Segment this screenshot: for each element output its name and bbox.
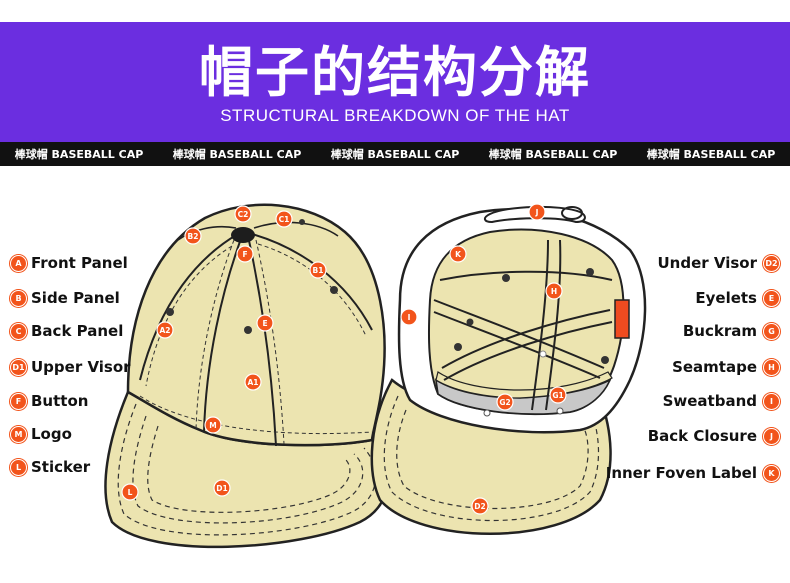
category-strip: 棒球帽 BASEBALL CAP 棒球帽 BASEBALL CAP 棒球帽 BA… [0,142,790,166]
legend-label: Eyelets [695,289,757,307]
legend-item-sticker: L Sticker [10,458,90,476]
svg-text:B1: B1 [313,266,324,275]
svg-text:F: F [242,250,247,259]
strip-item: 棒球帽 BASEBALL CAP [172,148,302,161]
closure-red-tag [614,299,630,339]
legend-label: Under Visor [657,254,757,272]
marker-a2: A2 [156,321,174,339]
strip-item: 棒球帽 BASEBALL CAP [646,148,776,161]
svg-text:E: E [262,319,267,328]
marker-i: I [400,308,418,326]
legend-label: Back Closure [647,427,757,445]
legend-label: Seamtape [672,358,757,376]
marker-h: H [545,282,563,300]
legend-label: Button [31,392,89,410]
legend-badge: I [763,392,780,410]
legend-label: Sticker [31,458,91,476]
legend-label: Sweatband [662,392,757,410]
diagram-markers: C2 C1 B2 F B1 E A2 A1 [121,203,567,515]
legend-badge: A [10,254,27,272]
legend-badge: D1 [10,358,27,376]
svg-text:K: K [455,250,462,259]
strip-item: 棒球帽 BASEBALL CAP [14,148,144,161]
legend-label: Side Panel [31,289,120,307]
legend-badge: C [10,322,27,340]
svg-text:G1: G1 [552,391,563,400]
marker-g1: G1 [549,386,567,404]
legend-badge: F [10,392,27,410]
marker-c1: C1 [275,210,293,228]
svg-text:B2: B2 [188,232,199,241]
marker-j: J [528,203,546,221]
svg-text:D1: D1 [216,484,227,493]
marker-g2: G2 [496,393,514,411]
legend-item-under-visor: Under Visor D2 [657,254,780,272]
legend-item-front-panel: A Front Panel [10,254,128,272]
svg-text:A1: A1 [247,378,258,387]
legend-item-seamtape: Seamtape H [672,358,780,376]
svg-text:M: M [209,421,216,430]
strip-item: 棒球帽 BASEBALL CAP [488,148,618,161]
legend-badge: K [763,464,780,482]
legend-label: Logo [31,425,72,443]
marker-l: L [121,483,139,501]
legend-item-inner-foven-label: Inner Foven Label K [606,464,780,482]
svg-text:A2: A2 [159,326,170,335]
legend-badge: L [10,458,27,476]
marker-b2: B2 [184,227,202,245]
marker-b1: B1 [309,261,327,279]
marker-e: E [256,314,274,332]
legend-badge: D2 [763,254,780,272]
page-title-en: STRUCTURAL BREAKDOWN OF THE HAT [220,106,570,125]
legend-item-side-panel: B Side Panel [10,289,120,307]
legend-item-sweatband: Sweatband I [663,392,780,410]
legend-badge: M [10,425,27,443]
svg-text:G2: G2 [499,398,510,407]
legend-item-eyelets: Eyelets E [695,289,780,307]
legend-badge: E [763,289,780,307]
marker-c2: C2 [234,205,252,223]
header-banner: 帽子的结构分解 STRUCTURAL BREAKDOWN OF THE HAT [0,22,790,142]
legend-badge: H [763,358,780,376]
legend-badge: G [763,322,780,340]
svg-text:C2: C2 [238,210,249,219]
legend-item-back-panel: C Back Panel [10,322,123,340]
marker-m: M [204,416,222,434]
page-title-cn: 帽子的结构分解 [199,41,591,104]
marker-k: K [449,245,467,263]
cap-button [231,227,255,243]
legend-item-upper-visor: D1 Upper Visor [10,358,131,376]
legend-item-button: F Button [10,392,88,410]
legend-item-buckram: Buckram G [683,322,780,340]
legend-badge: B [10,289,27,307]
svg-text:I: I [408,313,411,322]
svg-text:D2: D2 [474,502,485,511]
svg-text:C1: C1 [279,215,290,224]
legend-label: Inner Foven Label [605,464,757,482]
marker-d1: D1 [213,479,231,497]
svg-text:H: H [551,287,557,296]
legend-item-back-closure: Back Closure J [648,427,780,445]
legend-label: Upper Visor [31,358,131,376]
svg-text:J: J [535,208,539,217]
legend-badge: J [763,427,780,445]
cap-under-view [370,205,647,535]
legend-label: Back Panel [31,322,124,340]
legend-item-logo: M Logo [10,425,72,443]
marker-a1: A1 [244,373,262,391]
legend-label: Front Panel [31,254,128,272]
svg-text:L: L [128,488,133,497]
marker-f: F [236,245,254,263]
marker-d2: D2 [471,497,489,515]
legend-label: Buckram [682,322,757,340]
strip-item: 棒球帽 BASEBALL CAP [330,148,460,161]
